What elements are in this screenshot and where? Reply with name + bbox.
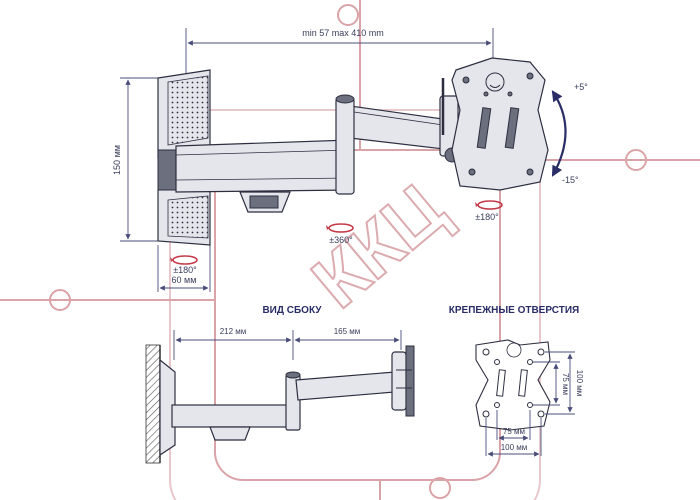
second-arm bbox=[335, 94, 453, 195]
outer-horizontal-label: 100 мм bbox=[501, 443, 528, 452]
width-range-label: min 57 max 410 mm bbox=[302, 28, 384, 38]
side-view: ВИД СБОКУ 212 мм 165 мм bbox=[145, 305, 415, 464]
swivel-wall-label: ±180° bbox=[173, 265, 197, 275]
side-view-title: ВИД СБОКУ bbox=[262, 305, 322, 316]
vesa-plate bbox=[451, 57, 549, 191]
arm-swivel: ±360° bbox=[326, 223, 354, 245]
height-label: 150 мм bbox=[112, 145, 122, 175]
depth-dimension: 60 мм bbox=[157, 245, 211, 292]
swivel-plate-label: ±180° bbox=[475, 212, 499, 222]
wall bbox=[145, 344, 161, 464]
side-bracket bbox=[159, 345, 415, 457]
tilt-up-label: +5° bbox=[574, 82, 588, 92]
side-dim-right-label: 165 мм bbox=[334, 327, 361, 336]
first-arm bbox=[175, 139, 351, 213]
front-view: min 57 max 410 mm 150 мм 60 мм bbox=[112, 28, 588, 292]
side-dim-left-label: 212 мм bbox=[220, 327, 247, 336]
outer-horizontal-dimension: 100 мм bbox=[485, 418, 542, 457]
inner-horizontal-dimension: 75 мм bbox=[496, 410, 531, 441]
outer-vertical-label: 100 мм bbox=[575, 370, 584, 397]
depth-label: 60 мм bbox=[172, 275, 197, 285]
swivel-arm-label: ±360° bbox=[329, 235, 353, 245]
side-dimension-right: 165 мм bbox=[294, 327, 402, 350]
tilt-range: +5° -15° bbox=[551, 82, 588, 185]
inner-horizontal-label: 75 мм bbox=[503, 427, 525, 436]
plate-swivel: ±180° bbox=[475, 200, 503, 222]
width-dimension: min 57 max 410 mm bbox=[185, 28, 494, 75]
mounting-holes-title: КРЕПЕЖНЫЕ ОТВЕРСТИЯ bbox=[449, 305, 579, 316]
tilt-down-label: -15° bbox=[562, 175, 579, 185]
inner-vertical-label: 75 мм bbox=[561, 373, 570, 395]
height-dimension: 150 мм bbox=[112, 77, 160, 242]
side-dimension-left: 212 мм bbox=[173, 327, 294, 360]
vesa-plate-front bbox=[475, 339, 551, 431]
wall-plate bbox=[157, 69, 211, 246]
outer-vertical-dimension: 100 мм bbox=[545, 351, 584, 415]
inner-vertical-dimension: 75 мм bbox=[533, 361, 570, 406]
wall-swivel: ±180° bbox=[170, 255, 198, 275]
mounting-holes: КРЕПЕЖНЫЕ ОТВЕРСТИЯ 75 мм 100 мм bbox=[449, 305, 584, 457]
